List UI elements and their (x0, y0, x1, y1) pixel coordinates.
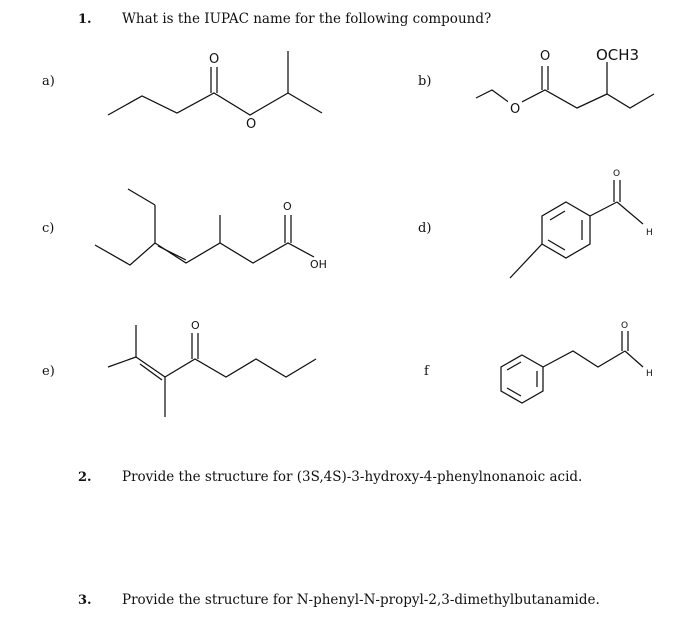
structure-a-ester-o: O (246, 117, 256, 132)
structure-f-ring-inner-3 (506, 387, 522, 397)
question-1-text: What is the IUPAC name for the following… (122, 11, 492, 27)
structure-b-carbonyl-o: O (540, 49, 550, 64)
structure-d-carbonyl-o: O (613, 169, 620, 179)
structure-e-chain (164, 358, 317, 378)
structure-f-chain (542, 350, 626, 368)
question-1-number: 1. (78, 12, 92, 27)
structure-d: O H (509, 169, 653, 279)
structure-d-ring-inner-1 (549, 210, 566, 221)
part-f-label: f (424, 364, 429, 379)
question-3-number: 3. (78, 593, 92, 608)
structure-c-carbonyl-o: O (283, 200, 292, 213)
structure-b-methoxy-label: OCH3 (596, 46, 639, 64)
structure-b: O O OCH3 (475, 46, 655, 117)
structure-e-carbonyl-o: O (191, 319, 200, 332)
structure-a-carbonyl-o: O (209, 52, 219, 67)
structure-c-hydroxyl: OH (310, 258, 327, 271)
structure-f-ring-inner-1 (506, 361, 522, 371)
structure-d-h: H (646, 228, 653, 238)
structure-f: O H (500, 321, 653, 404)
structure-d-ring (541, 201, 591, 259)
structure-b-chain (475, 89, 655, 109)
structure-a: O O (107, 51, 323, 132)
structure-a-chain (107, 92, 289, 116)
structure-e-alkene-inner (139, 363, 163, 381)
structure-e: O (107, 319, 317, 417)
structure-e-alkene-outer (135, 356, 166, 378)
structure-f-carbonyl-o: O (621, 321, 628, 331)
part-c-label: c) (42, 221, 55, 236)
question-2-text: Provide the structure for (3S,4S)-3-hydr… (122, 469, 583, 485)
structure-b-ester-o: O (510, 102, 520, 117)
structure-c-chain (94, 242, 315, 266)
structure-d-h-bond (616, 201, 644, 225)
question-2-number: 2. (78, 470, 92, 485)
structure-d-aldehyde-bond (589, 201, 618, 217)
structure-d-methyl (509, 243, 543, 279)
part-e-label: e) (42, 364, 55, 379)
structure-a-branch-1 (287, 92, 323, 114)
structure-c: O OH (94, 188, 327, 271)
structure-d-ring-inner-3 (547, 239, 566, 251)
structure-c-ethyl-2 (127, 188, 156, 206)
part-b-label: b) (418, 74, 432, 89)
structure-f-h-bond (624, 350, 644, 368)
structure-e-methyl-1 (107, 356, 137, 368)
part-d-label: d) (418, 221, 432, 236)
structure-c-alkene-inner (157, 245, 187, 261)
question-3-text: Provide the structure for N-phenyl-N-pro… (122, 592, 600, 608)
structure-f-h: H (646, 369, 653, 379)
part-a-label: a) (42, 74, 55, 89)
